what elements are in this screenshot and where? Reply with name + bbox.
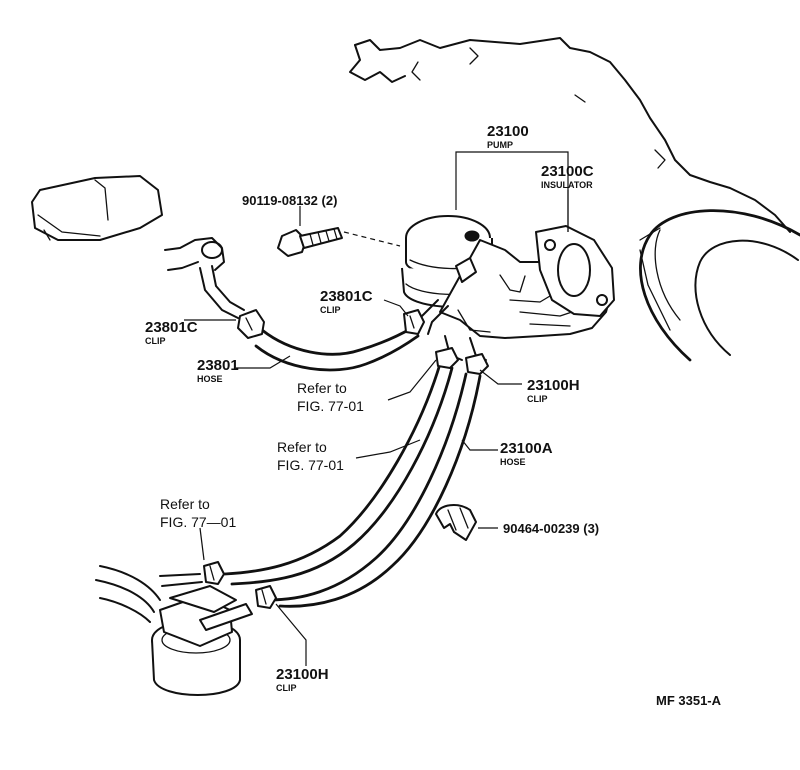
label-clamp-part: 90464-00239 (3) xyxy=(503,521,599,536)
clip-upper-left-number: 23801C xyxy=(145,319,198,336)
bolt-part-number: 90119-08132 (2) xyxy=(242,193,337,208)
label-clip-filter: 23100H CLIP xyxy=(276,666,329,693)
engine-pulley xyxy=(639,209,800,362)
hose-lower-name: HOSE xyxy=(500,457,526,467)
air-cleaner-housing xyxy=(31,175,163,241)
clip-upper-right xyxy=(403,309,425,335)
hose-upper-number: 23801 xyxy=(197,357,239,374)
lower-fuel-hoses xyxy=(223,362,482,608)
label-hose-upper: 23801 HOSE xyxy=(197,357,239,384)
hose-clamp-part xyxy=(435,504,477,541)
engine-block-outline xyxy=(349,37,791,233)
clip-upper-right-name: CLIP xyxy=(320,305,341,315)
clip-upper-left-name: CLIP xyxy=(145,336,166,346)
intake-pipe xyxy=(164,237,245,319)
clip-pump-outlet xyxy=(435,347,489,375)
clip-filter-name: CLIP xyxy=(276,683,297,693)
pump-part-name: PUMP xyxy=(487,140,513,150)
label-insulator: 23100C INSULATOR xyxy=(541,163,594,190)
clip-pump-outlet-number: 23100H xyxy=(527,377,580,394)
label-hose-lower: 23100A HOSE xyxy=(500,440,553,467)
hose-lower-number: 23100A xyxy=(500,440,553,457)
clip-filter-number: 23100H xyxy=(276,666,329,683)
pump-part-number: 23100 xyxy=(487,123,529,140)
insulator-part-name: INSULATOR xyxy=(541,180,593,190)
refer-2-line1: Refer to xyxy=(277,439,327,455)
clamp-part-number: 90464-00239 (3) xyxy=(503,521,599,536)
upper-fuel-hose xyxy=(254,326,420,372)
clip-upper-right-number: 23801C xyxy=(320,288,373,305)
refer-1-line2: FIG. 77-01 xyxy=(297,398,364,414)
clip-upper-left xyxy=(237,309,265,339)
insulator-part-number: 23100C xyxy=(541,163,594,180)
mounting-bolt xyxy=(277,227,401,257)
label-clip-pump-outlet: 23100H CLIP xyxy=(527,377,580,404)
hose-upper-name: HOSE xyxy=(197,374,223,384)
label-clip-upper-left: 23801C CLIP xyxy=(145,319,198,346)
leader-lines xyxy=(184,151,569,666)
insulator-gasket xyxy=(535,225,615,317)
refer-3-line1: Refer to xyxy=(160,496,210,512)
refer-1-line1: Refer to xyxy=(297,380,347,396)
refer-2-line2: FIG. 77-01 xyxy=(277,457,344,473)
clip-filter-lower xyxy=(255,585,277,609)
refer-3-line2: FIG. 77—01 xyxy=(160,514,236,530)
label-refer-1: Refer to FIG. 77-01 xyxy=(297,380,364,414)
label-refer-2: Refer to FIG. 77-01 xyxy=(277,439,344,473)
fuel-filter xyxy=(95,565,253,696)
label-clip-upper-right: 23801C CLIP xyxy=(320,288,373,315)
label-refer-3: Refer to FIG. 77—01 xyxy=(160,496,236,530)
label-pump: 23100 PUMP xyxy=(487,123,529,150)
figure-code: MF 3351-A xyxy=(656,693,722,708)
clip-pump-outlet-name: CLIP xyxy=(527,394,548,404)
clip-filter-upper xyxy=(203,561,225,585)
label-bolt: 90119-08132 (2) xyxy=(242,193,337,208)
